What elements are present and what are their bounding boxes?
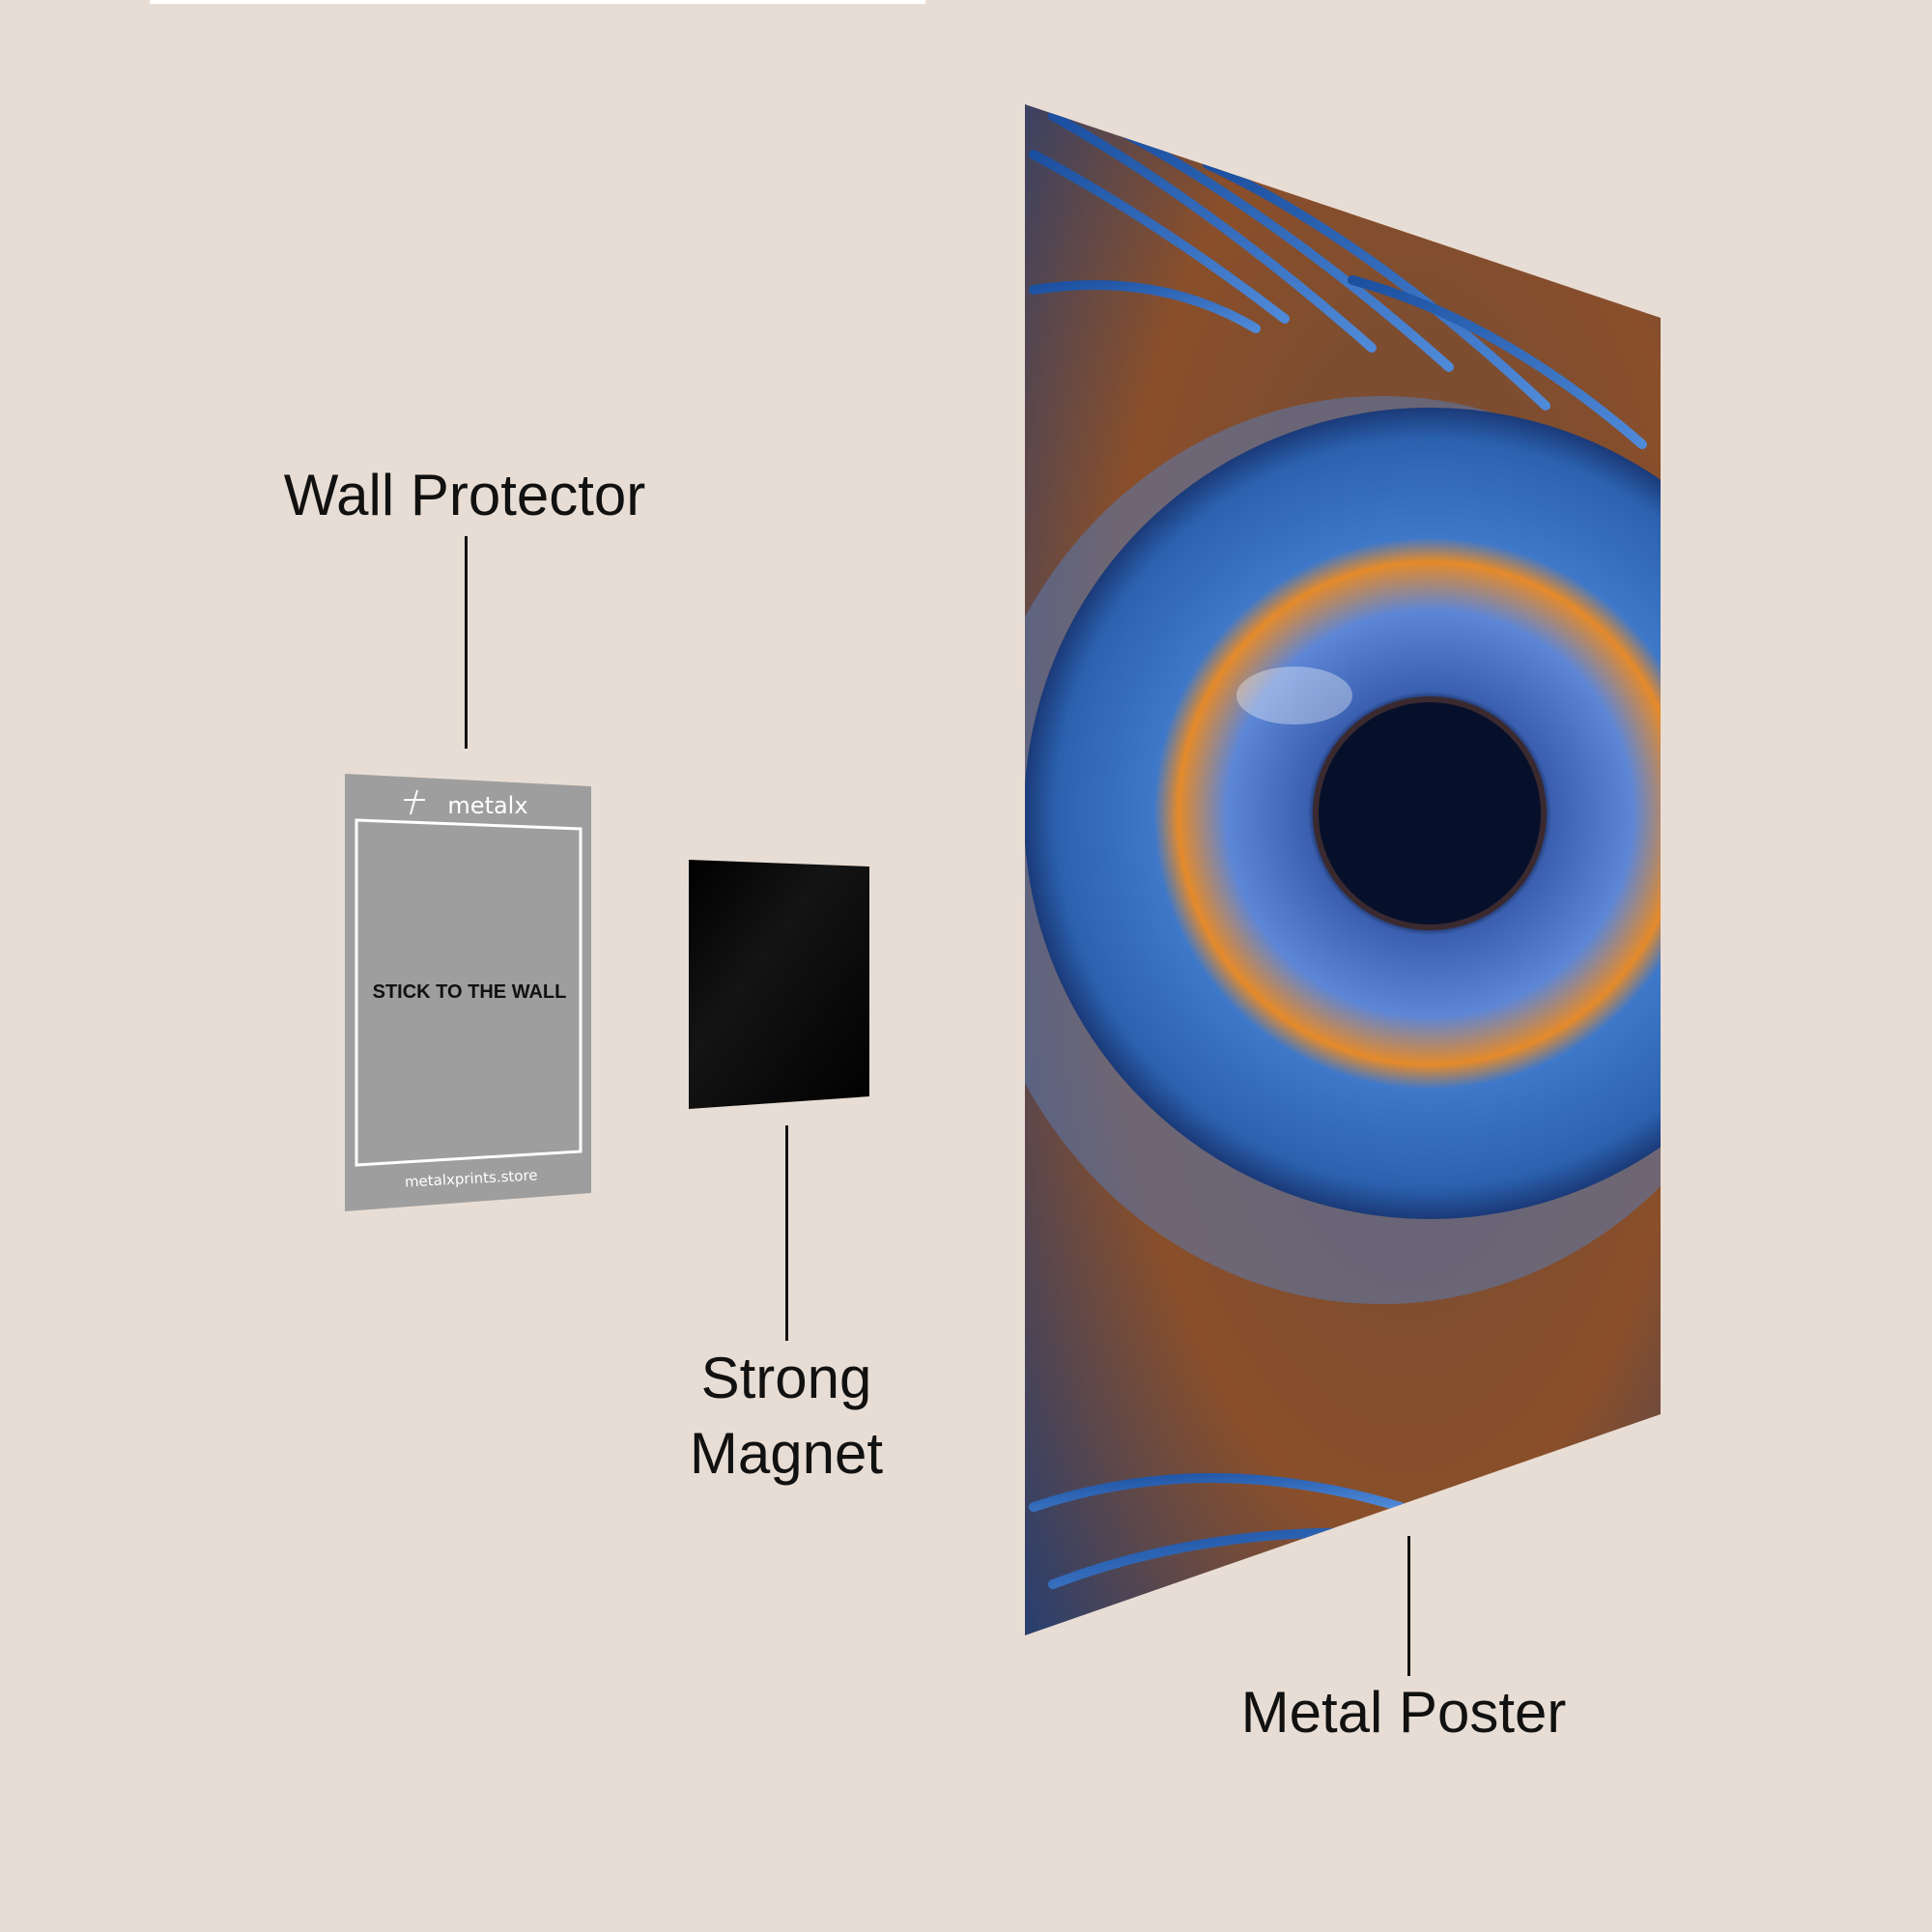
wall-protector-card: metalx STICK TO THE WALL metalxprints.st… xyxy=(345,774,591,1211)
metalx-logo-icon xyxy=(404,789,425,815)
wall-protector-pointer-line xyxy=(465,536,468,749)
metal-poster xyxy=(1025,104,1661,1635)
protector-brand: metalx xyxy=(447,792,527,819)
pupil xyxy=(1313,696,1547,930)
strong-magnet-label-line1: Strong xyxy=(700,1346,872,1410)
wall-protector-label: Wall Protector xyxy=(283,463,646,527)
top-white-bar xyxy=(150,0,925,4)
strong-magnet-pointer-line xyxy=(785,1125,788,1341)
metal-poster-label: Metal Poster xyxy=(1240,1680,1567,1745)
protector-instruction: STICK TO THE WALL xyxy=(373,981,567,1003)
strong-magnet xyxy=(689,860,869,1109)
eyelashes xyxy=(1029,111,1647,1589)
metal-poster-pointer-line xyxy=(1407,1536,1410,1676)
strong-magnet-label-line2: Magnet xyxy=(689,1421,884,1486)
